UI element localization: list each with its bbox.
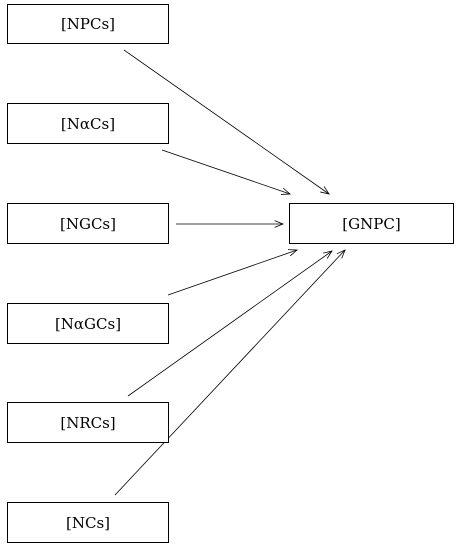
edge-ngcs-gnpc [176,220,285,228]
node-npcs-label: [NPCs] [60,15,116,33]
edge-ncs-gnpc-arrowhead [336,249,346,259]
edge-nrcs-gnpc-line [127,250,333,397]
node-nacs-label: [NαCs] [60,114,116,133]
node-ncs-label: [NCs] [65,513,110,532]
edge-nrcs-gnpc [127,250,333,397]
node-nrcs: [NRCs] [7,402,169,443]
edge-nacs-gnpc [161,149,292,195]
edge-ngcs-gnpc-arrowhead [274,220,285,228]
edge-nagcs-gnpc-line [167,249,298,296]
node-ngcs-label: [NGCs] [60,214,116,233]
node-ncs: [NCs] [7,502,169,543]
edge-ncs-gnpc-line [114,249,346,496]
edge-npcs-gnpc [123,49,330,195]
edge-nacs-gnpc-arrowhead [280,187,292,195]
node-npcs: [NPCs] [7,4,169,44]
node-nacs: [NαCs] [7,103,169,144]
edge-npcs-gnpc-arrowhead [320,186,330,195]
node-gnpc: [GNPC] [289,203,454,244]
node-gnpc-label: [GNPC] [342,214,401,233]
edge-nacs-gnpc-line [161,149,291,195]
node-nagcs: [NαGCs] [7,303,169,344]
edge-npcs-gnpc-line [123,49,330,195]
node-nagcs-label: [NαGCs] [54,314,122,333]
edge-ncs-gnpc [114,249,346,496]
node-nrcs-label: [NRCs] [60,413,116,432]
node-ngcs: [NGCs] [7,203,169,244]
edge-nrcs-gnpc-arrowhead [323,250,333,259]
edge-nagcs-gnpc [167,249,299,296]
edge-nagcs-gnpc-arrowhead [287,249,299,257]
